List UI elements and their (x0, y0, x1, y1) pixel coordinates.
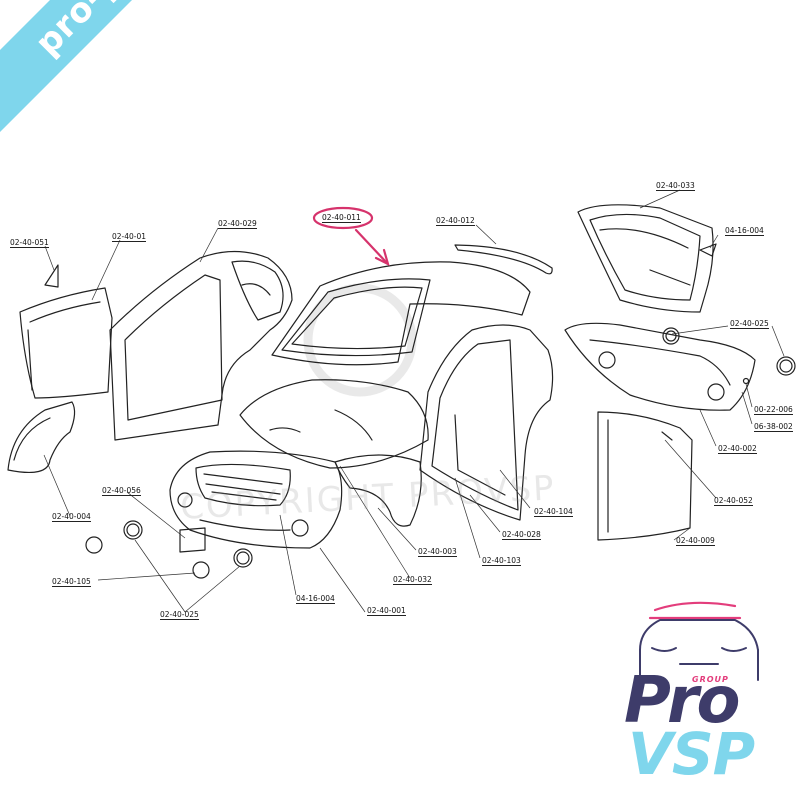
label-02-40-103: 02-40-103 (482, 556, 521, 566)
part-right-door (597, 411, 693, 541)
part-left-door-skin (19, 287, 113, 399)
watermark-circle (303, 283, 417, 397)
part-right-side-frame (419, 324, 554, 521)
logo-pro-text: Pro (624, 664, 740, 738)
part-cap-3 (192, 561, 210, 579)
part-cap-1 (85, 536, 103, 554)
label-00-22-006: 00-22-006 (754, 405, 793, 415)
label-02-40-025-bottom: 02-40-025 (160, 610, 199, 620)
label-02-40-003: 02-40-003 (418, 547, 457, 557)
label-02-40-052: 02-40-052 (714, 496, 753, 506)
label-02-40-033: 02-40-033 (656, 181, 695, 191)
part-plate (179, 527, 206, 553)
part-cap-6 (776, 356, 796, 376)
part-front-bumper (169, 450, 343, 549)
part-left-fender (7, 401, 76, 473)
label-02-40-105: 02-40-105 (52, 577, 91, 587)
label-02-40-009: 02-40-009 (676, 536, 715, 546)
label-02-40-104: 02-40-104 (534, 507, 573, 517)
logo-car (648, 601, 742, 620)
part-clip (742, 377, 750, 385)
label-02-40-011: 02-40-011 (322, 213, 361, 223)
part-bonnet (239, 379, 429, 469)
label-02-40-004: 02-40-004 (52, 512, 91, 522)
label-02-40-002: 02-40-002 (718, 444, 757, 454)
part-small-bracket (699, 243, 717, 257)
part-cap-4 (233, 548, 253, 568)
logo-vsp-text: VSP (628, 720, 755, 788)
label-06-38-002: 06-38-002 (754, 422, 793, 432)
part-roof-frame (271, 261, 531, 366)
highlight-ellipse (312, 206, 374, 230)
label-02-40-032: 02-40-032 (393, 575, 432, 585)
label-04-16-004-top: 04-16-004 (725, 226, 764, 236)
part-front-side (334, 454, 422, 527)
label-02-40-029: 02-40-029 (218, 219, 257, 229)
label-04-16-004-bottom: 04-16-004 (296, 594, 335, 604)
label-02-40-01: 02-40-01 (112, 232, 147, 242)
part-left-side-frame (109, 250, 293, 441)
highlight-arrow (354, 228, 388, 264)
label-02-40-028: 02-40-028 (502, 530, 541, 540)
part-tailgate (577, 204, 714, 313)
logo-group-text: GROUP (692, 675, 729, 684)
provsp-logo: GROUP Pro VSP (600, 585, 800, 795)
part-grille (195, 463, 291, 507)
label-02-40-056: 02-40-056 (102, 486, 141, 496)
label-02-40-012: 02-40-012 (436, 216, 475, 226)
label-02-40-025-right: 02-40-025 (730, 319, 769, 329)
label-02-40-001: 02-40-001 (367, 606, 406, 616)
part-02-40-051 (44, 264, 59, 288)
part-cap-2 (123, 520, 143, 540)
part-roof-trim (454, 244, 553, 275)
label-02-40-051: 02-40-051 (10, 238, 49, 248)
part-rear-bumper (564, 322, 756, 411)
